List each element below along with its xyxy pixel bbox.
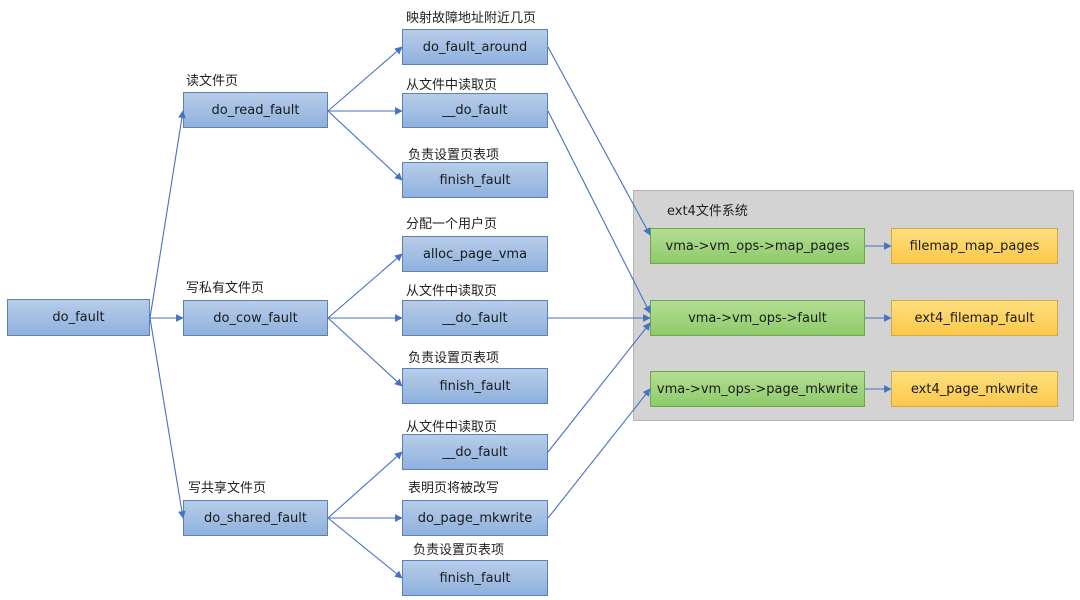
node-vm-ops-page-mkwrite[interactable]: vma->vm_ops->page_mkwrite [650,371,865,407]
node-filemap-map-pages[interactable]: filemap_map_pages [891,228,1058,264]
edge-shared-to-do-fault [327,451,403,519]
edge-do-fault-to-shared [149,317,186,519]
label-map-nearby-pages: 映射故障地址附近几页 [406,11,537,26]
label-write-shared-file-page: 写共享文件页 [188,481,267,496]
node-read-fault-around[interactable]: do_fault_around [402,29,548,65]
node-do-shared-fault[interactable]: do_shared_fault [183,500,328,536]
node-cow-alloc-page-vma[interactable]: alloc_page_vma [402,236,548,272]
node-read-do-fault[interactable]: __do_fault [402,93,548,128]
edge-read-to-fault-around [327,46,403,112]
label-read-from-file-1: 从文件中读取页 [406,78,498,93]
node-read-finish-fault[interactable]: finish_fault [402,162,548,198]
node-vm-ops-map-pages[interactable]: vma->vm_ops->map_pages [650,228,865,264]
edge-read-to-finish-fault [327,110,403,181]
node-do-read-fault[interactable]: do_read_fault [183,92,328,128]
node-ext4-page-mkwrite[interactable]: ext4_page_mkwrite [891,371,1058,407]
edge-do-fault-to-read [149,110,186,319]
label-read-from-file-2: 从文件中读取页 [406,284,498,299]
edge-cow-to-alloc [327,253,403,319]
edge-cow-to-finish-fault [327,317,403,387]
label-set-page-table-1: 负责设置页表项 [408,148,500,163]
node-shared-finish-fault[interactable]: finish_fault [402,560,548,596]
ext4-panel-title: ext4文件系统 [667,204,748,219]
label-read-file-page: 读文件页 [186,74,239,89]
label-page-will-be-written: 表明页将被改写 [408,481,500,496]
node-do-fault[interactable]: do_fault [7,299,150,336]
node-do-cow-fault[interactable]: do_cow_fault [183,300,328,336]
node-shared-do-page-mkwrite[interactable]: do_page_mkwrite [402,500,548,536]
node-vm-ops-fault[interactable]: vma->vm_ops->fault [650,300,865,336]
node-cow-finish-fault[interactable]: finish_fault [402,368,548,404]
label-read-from-file-3: 从文件中读取页 [406,420,498,435]
label-set-page-table-3: 负责设置页表项 [413,543,505,558]
node-ext4-filemap-fault[interactable]: ext4_filemap_fault [891,300,1058,336]
label-set-page-table-2: 负责设置页表项 [408,351,500,366]
label-write-private-file-page: 写私有文件页 [186,281,265,296]
edge-shared-to-finish-fault [327,517,403,579]
label-alloc-user-page: 分配一个用户页 [406,217,498,232]
node-shared-do-fault[interactable]: __do_fault [402,434,548,470]
node-cow-do-fault[interactable]: __do_fault [402,300,548,336]
